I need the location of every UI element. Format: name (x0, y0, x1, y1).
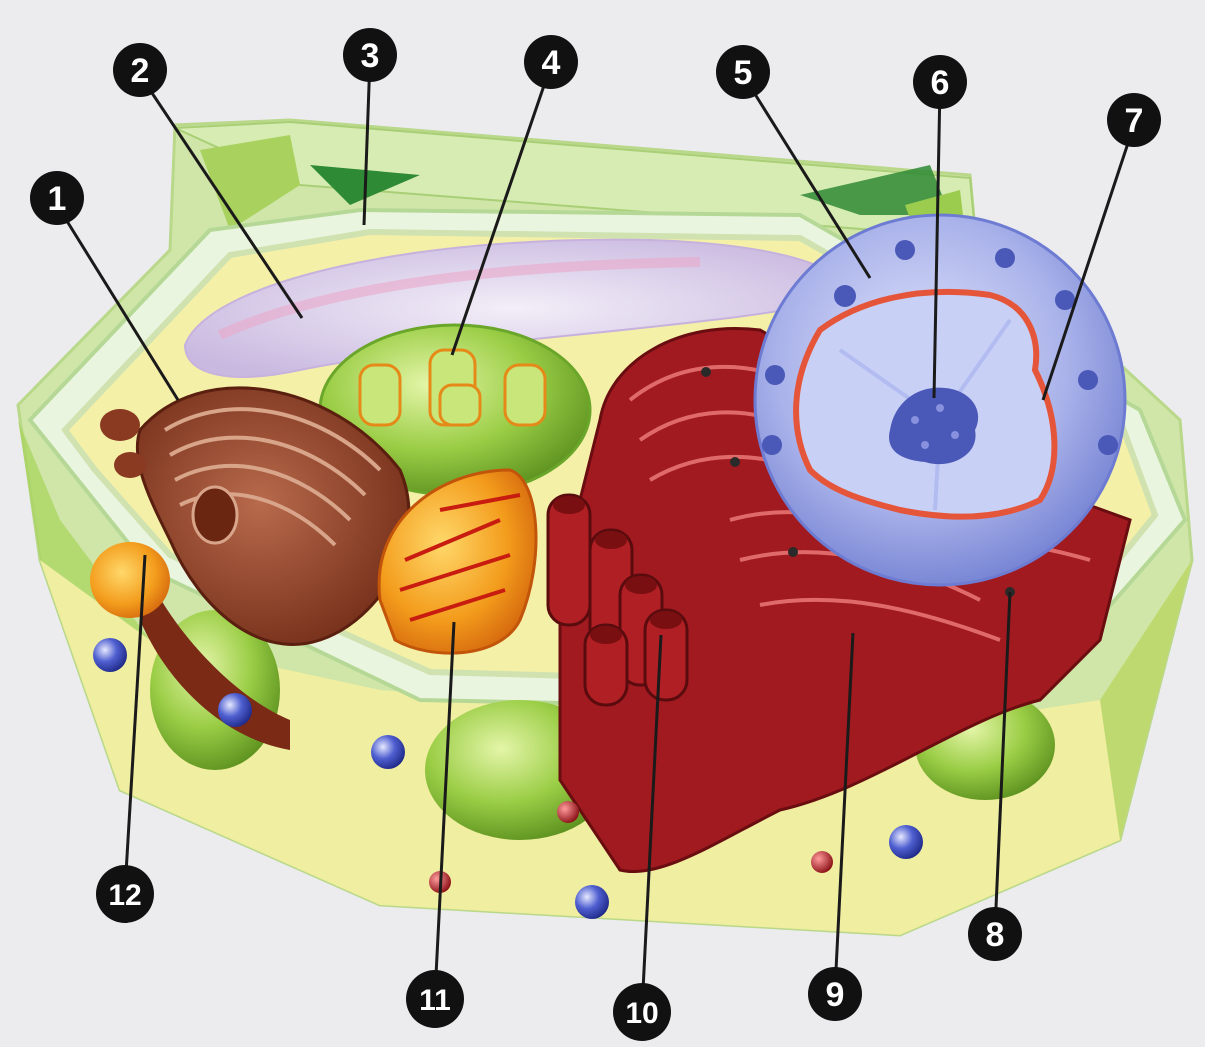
marker-10: 10 (613, 983, 671, 1041)
marker-3: 3 (343, 28, 397, 82)
marker-2-label: 2 (131, 52, 150, 90)
marker-11: 11 (406, 970, 464, 1028)
marker-9-label: 9 (826, 976, 845, 1014)
marker-12: 12 (96, 865, 154, 923)
mitochondrion-small (90, 542, 170, 618)
marker-11-label: 11 (419, 984, 451, 1017)
marker-7-label: 7 (1125, 102, 1144, 140)
marker-3-label: 3 (361, 37, 380, 75)
marker-1: 1 (30, 171, 84, 225)
marker-2: 2 (113, 43, 167, 97)
marker-4: 4 (524, 35, 578, 89)
marker-9: 9 (808, 967, 862, 1021)
marker-7: 7 (1107, 93, 1161, 147)
marker-6: 6 (913, 55, 967, 109)
marker-1-label: 1 (48, 180, 67, 218)
marker-8-label: 8 (986, 916, 1005, 954)
marker-4-label: 4 (542, 44, 561, 82)
marker-6-label: 6 (931, 64, 950, 102)
marker-12-label: 12 (108, 879, 141, 912)
marker-5: 5 (716, 45, 770, 99)
marker-10-label: 10 (625, 997, 658, 1030)
marker-5-label: 5 (734, 54, 753, 92)
marker-8: 8 (968, 907, 1022, 961)
